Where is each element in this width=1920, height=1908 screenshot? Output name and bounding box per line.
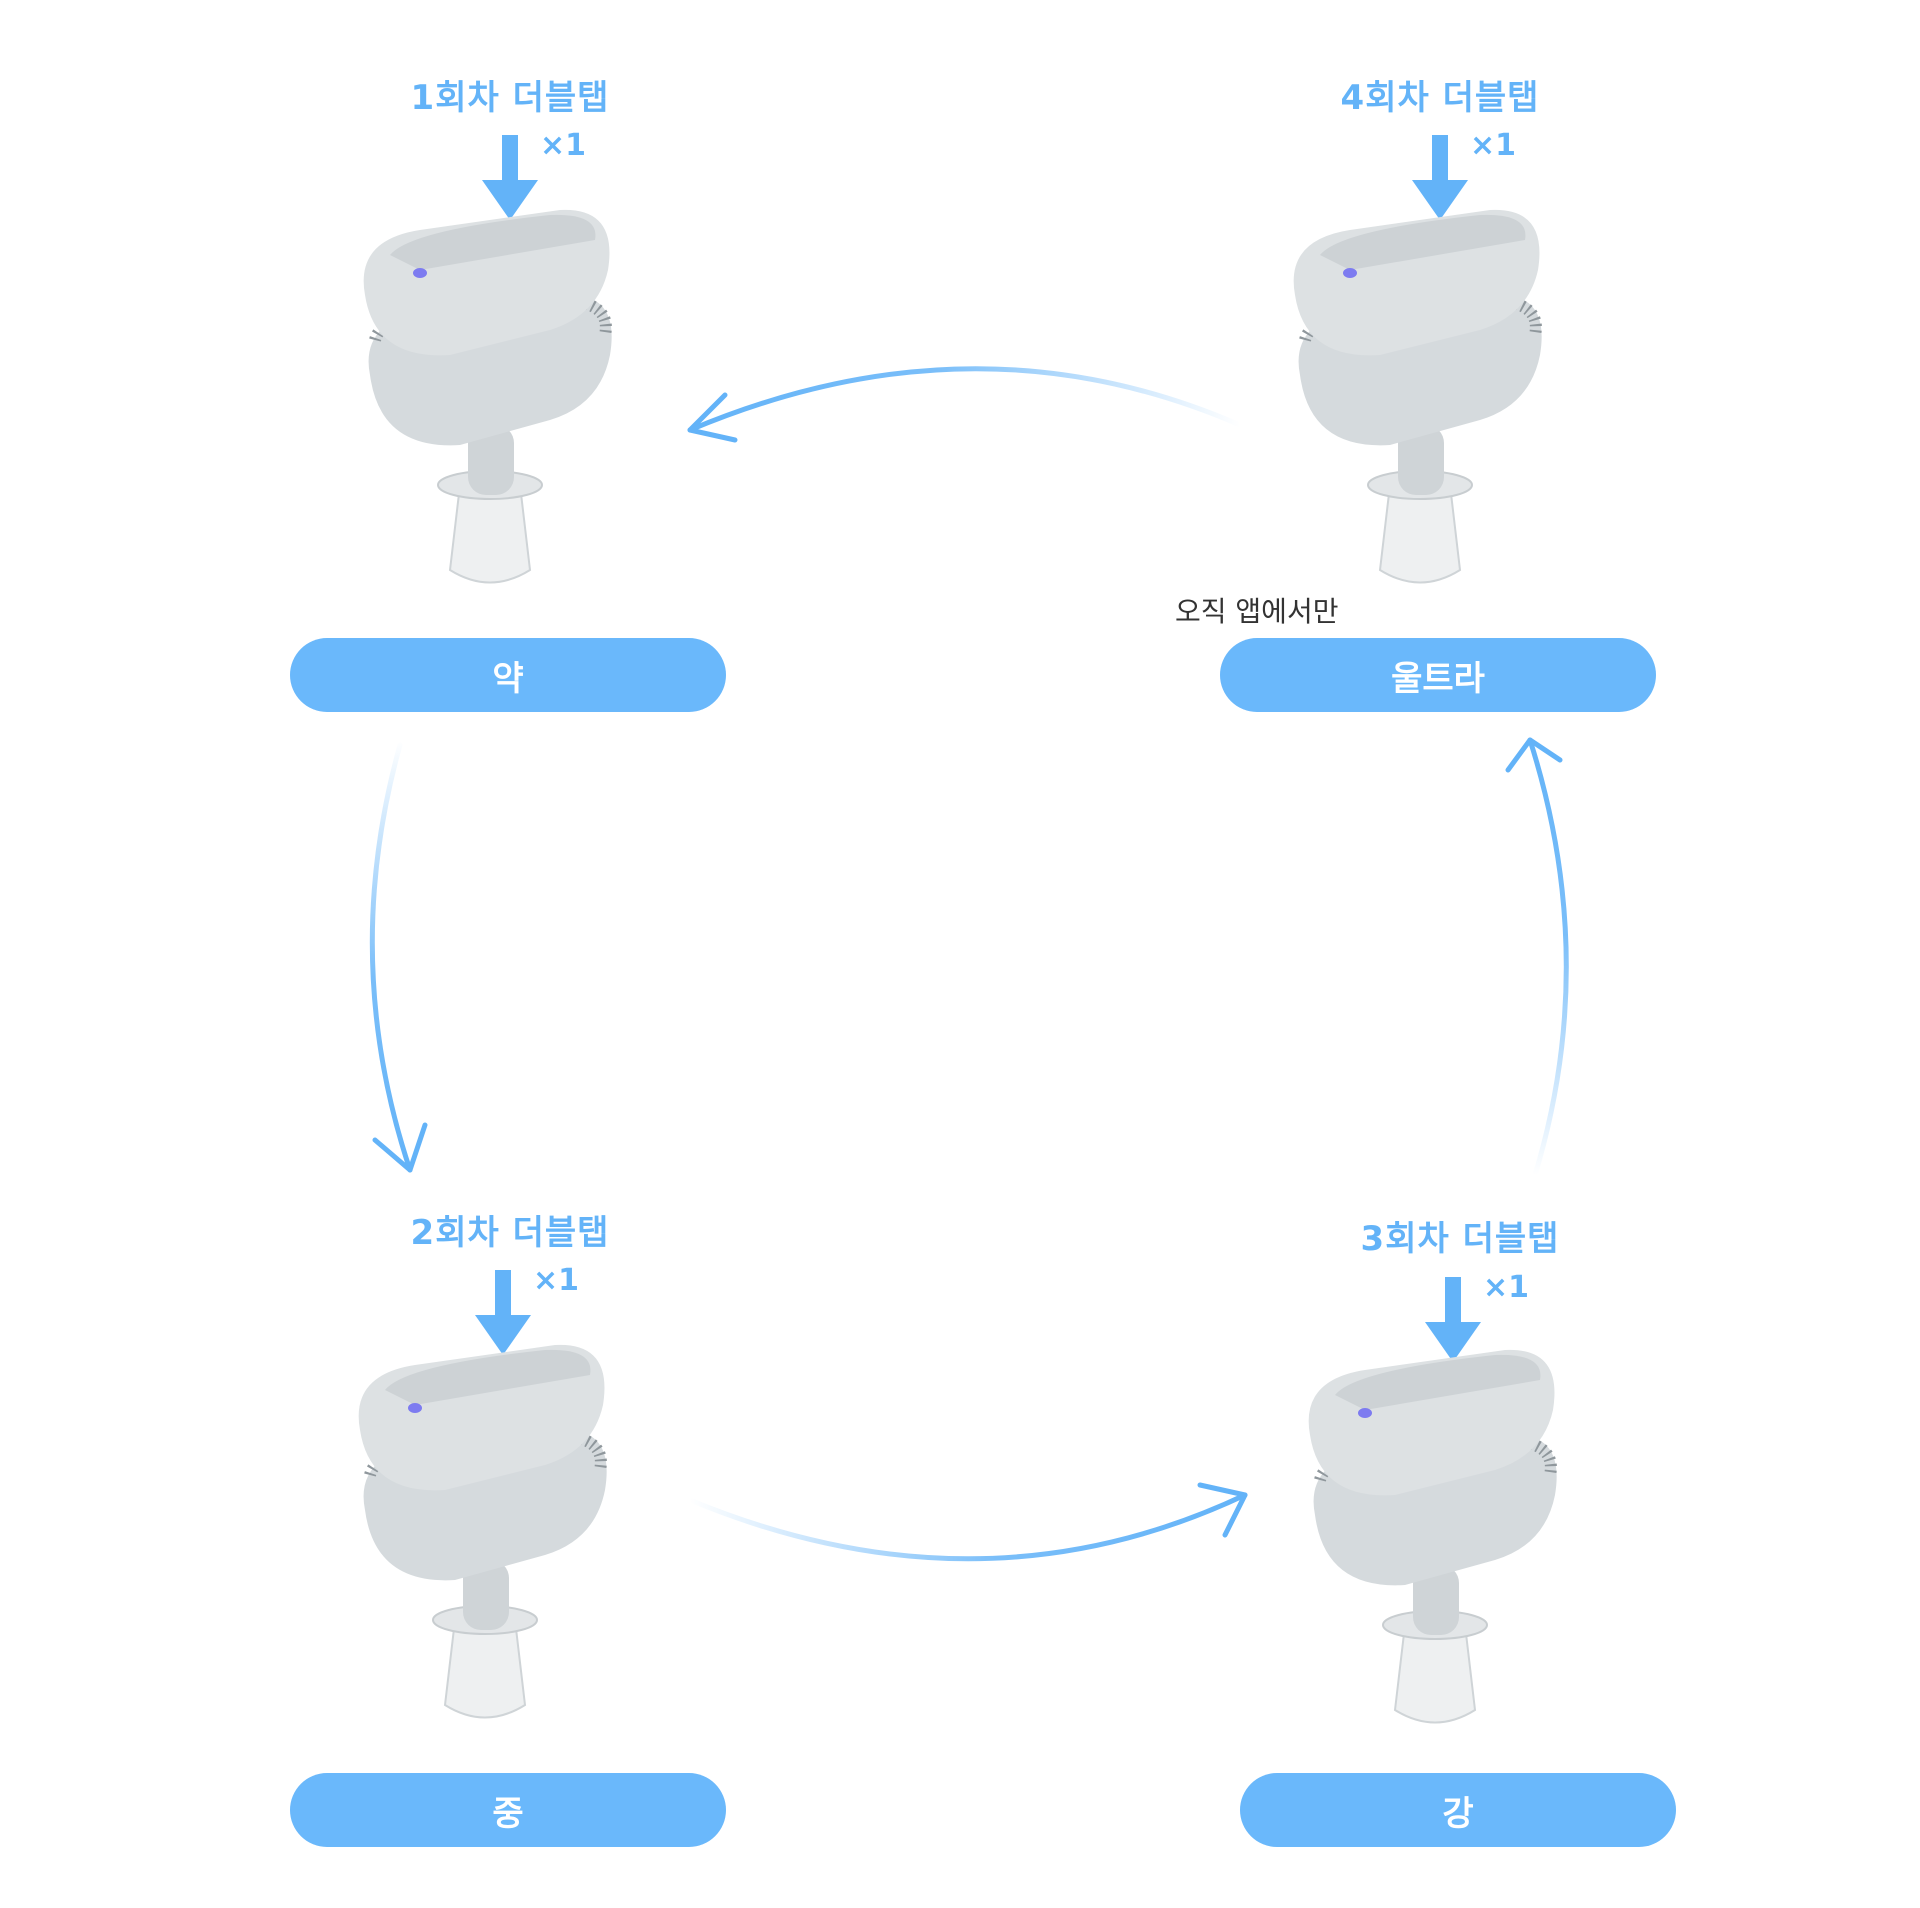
tap-label: 1회차 더블탭 xyxy=(290,70,730,119)
earbud-device-image xyxy=(350,185,650,605)
earbud-device-image xyxy=(345,1320,645,1740)
tap-label: 2회차 더블탭 xyxy=(290,1205,730,1254)
arrow-strong-to-ultra xyxy=(1530,740,1566,1175)
mode-pill: 약 xyxy=(290,638,726,712)
step-weak: 1회차 더블탭 ×1 약 xyxy=(290,60,730,760)
mode-pill: 울트라 xyxy=(1220,638,1656,712)
tap-count: ×1 xyxy=(533,1263,579,1298)
arrow-medium-to-strong xyxy=(690,1495,1245,1559)
arrow-weak-to-medium xyxy=(372,745,410,1170)
tap-count: ×1 xyxy=(1483,1270,1529,1305)
step-medium: 2회차 더블탭 ×1 중 xyxy=(290,1195,730,1895)
earbud-device-image xyxy=(1295,1325,1595,1745)
tap-count: ×1 xyxy=(1470,128,1516,163)
mode-pill: 중 xyxy=(290,1773,726,1847)
tap-label: 4회차 더블탭 xyxy=(1220,70,1660,119)
arrow-ultra-to-weak xyxy=(690,369,1240,430)
earbud-device-image xyxy=(1280,185,1580,605)
step-strong: 3회차 더블탭 ×1 강 xyxy=(1240,1205,1680,1905)
tap-label: 3회차 더블탭 xyxy=(1240,1211,1680,1260)
tap-count: ×1 xyxy=(540,128,586,163)
app-only-note: 오직 앱에서만 xyxy=(1175,590,1338,630)
step-ultra: 4회차 더블탭 ×1 오직 앱에서만 울트라 xyxy=(1220,60,1660,760)
mode-pill: 강 xyxy=(1240,1773,1676,1847)
